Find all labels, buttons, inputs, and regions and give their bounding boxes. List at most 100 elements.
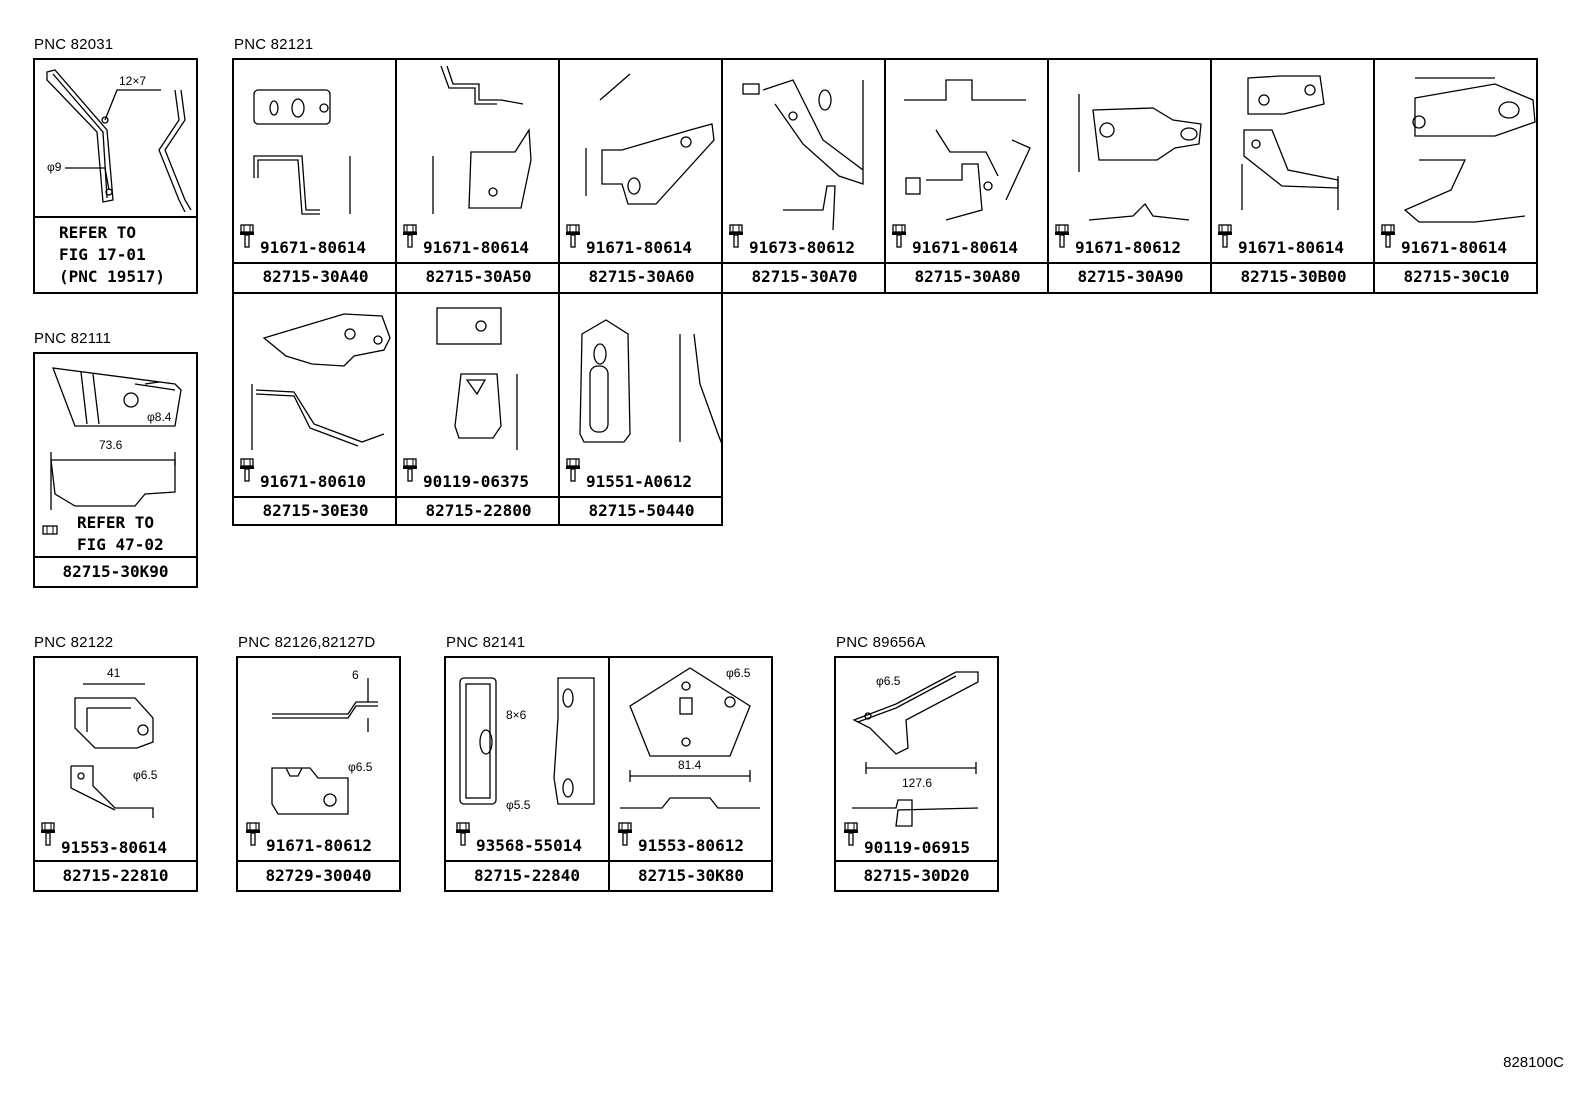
refer-note: REFER TO FIG 17-01 (PNC 19517) (59, 223, 165, 286)
dim-label: 81.4 (678, 758, 702, 772)
part-number: 82715-50440 (588, 501, 695, 520)
dim-label: φ6.5 (348, 760, 373, 774)
bolt-icon (892, 224, 906, 248)
divider (35, 216, 196, 218)
bolt-icon (246, 822, 260, 846)
dim-label: φ6.5 (133, 768, 158, 782)
part-box-82126: 6 φ6.5 91671-80612 82729-30040 (236, 656, 401, 892)
bracket-sketch (432, 65, 532, 214)
bracket-sketch (904, 79, 1031, 221)
part-number: 82715-30K90 (62, 562, 169, 581)
part-number: 82715-30A50 (425, 267, 532, 286)
bolt-part-number: 91671-80614 (1238, 238, 1344, 257)
dim-label: φ6.5 (876, 674, 901, 688)
bolt-icon (1055, 224, 1069, 248)
part-cell: 90119-06375 82715-22800 (397, 294, 560, 526)
dim-label: 8×6 (506, 708, 527, 722)
dim-label: φ6.5 (726, 666, 751, 680)
bolt-icon (240, 458, 254, 482)
pnc-label-82122: PNC 82122 (34, 634, 114, 651)
bolt-part-number: 91671-80612 (1075, 238, 1181, 257)
divider (558, 58, 560, 294)
part-number: 82715-22800 (425, 501, 532, 520)
figure-code: 828100C (1503, 1054, 1564, 1071)
part-cell: 91671-80614 82715-30A60 (560, 60, 723, 292)
divider (1047, 58, 1049, 294)
part-number: 82715-30A80 (914, 267, 1021, 286)
part-cell: 91551-A0612 82715-50440 (560, 294, 723, 526)
divider (608, 658, 610, 890)
pnc-label-82111: PNC 82111 (34, 330, 112, 347)
refer-note: REFER TO FIG 47-02 (77, 513, 164, 554)
bolt-icon (1218, 224, 1232, 248)
bolt-part-number: 91551-A0612 (586, 472, 692, 491)
bracket-sketch (585, 73, 715, 205)
part-box-82031: 12×7 φ9 REFER TO FIG 17-01 (PNC 19517) (33, 58, 198, 294)
bracket-sketch (852, 671, 979, 827)
part-number: 82715-30A70 (751, 267, 858, 286)
bolt-icon (1381, 224, 1395, 248)
divider (35, 860, 196, 862)
bolt-icon (566, 224, 580, 248)
bolt-part-number: 91671-80610 (260, 472, 366, 491)
bracket-sketch (1241, 75, 1339, 210)
part-cell: 91671-80614 82715-30C10 (1375, 60, 1538, 292)
bolt-part-number: 91671-80614 (912, 238, 1018, 257)
pnc-label-82031: PNC 82031 (34, 36, 114, 53)
part-box-82122: 41 φ6.5 91553-80614 82715-22810 (33, 656, 198, 892)
bracket-sketch (620, 667, 760, 809)
bracket-sketch (742, 79, 864, 231)
bolt-part-number: 91671-80614 (423, 238, 529, 257)
bracket-sketch (1078, 94, 1202, 221)
bracket-sketch (459, 677, 595, 805)
bracket-sketch (271, 678, 378, 815)
part-box-82141: 8×6 φ5.5 φ6.5 81.4 93568-55014 91553-806… (444, 656, 773, 892)
screw-icon (456, 822, 470, 846)
dim-label: φ9 (47, 160, 62, 174)
divider (395, 292, 397, 526)
bracket-sketch (70, 683, 154, 818)
divider (558, 292, 560, 526)
bolt-part-number: 91553-80612 (638, 836, 744, 855)
dim-label: φ5.5 (506, 798, 531, 812)
nut-icon (41, 524, 58, 546)
divider (238, 860, 399, 862)
pnc-label-82141: PNC 82141 (446, 634, 526, 651)
part-number: 82715-22840 (474, 866, 580, 885)
bracket-sketch (251, 313, 391, 450)
part-number: 82715-30E30 (262, 501, 369, 520)
part-number: 82715-22810 (62, 866, 169, 885)
dim-label: 73.6 (99, 438, 123, 452)
divider (721, 58, 723, 294)
bolt-part-number: 90119-06375 (423, 472, 529, 491)
part-number: 82715-30A60 (588, 267, 695, 286)
part-box-89656a: φ6.5 127.6 90119-06915 82715-30D20 (834, 656, 999, 892)
dim-label: 12×7 (119, 74, 147, 88)
bolt-part-number: 91673-80612 (749, 238, 855, 257)
divider (232, 262, 1538, 264)
part-number: 82715-30K80 (638, 866, 744, 885)
divider (884, 58, 886, 294)
dim-label: φ8.4 (147, 410, 172, 424)
bolt-part-number: 91671-80614 (586, 238, 692, 257)
divider (446, 860, 771, 862)
bolt-icon (844, 822, 858, 846)
part-cell: 91671-80612 82715-30A90 (1049, 60, 1212, 292)
bolt-icon (403, 224, 417, 248)
dim-label: 41 (107, 666, 121, 680)
part-number: 82715-30A90 (1077, 267, 1184, 286)
part-number: 82715-30C10 (1403, 267, 1510, 286)
pnc-label-82121: PNC 82121 (234, 36, 314, 53)
bolt-part-number: 93568-55014 (476, 836, 582, 855)
divider (395, 58, 397, 294)
bolt-icon (566, 458, 580, 482)
bolt-part-number: 91671-80612 (266, 836, 372, 855)
pnc-label-89656a: PNC 89656A (836, 634, 926, 651)
part-cell: 91671-80614 82715-30A80 (886, 60, 1049, 292)
part-cell: 91673-80612 82715-30A70 (723, 60, 886, 292)
part-number: 82715-30D20 (863, 866, 970, 885)
bolt-icon (240, 224, 254, 248)
divider (1210, 58, 1212, 294)
bolt-part-number: 91671-80614 (1401, 238, 1507, 257)
divider (35, 556, 196, 558)
